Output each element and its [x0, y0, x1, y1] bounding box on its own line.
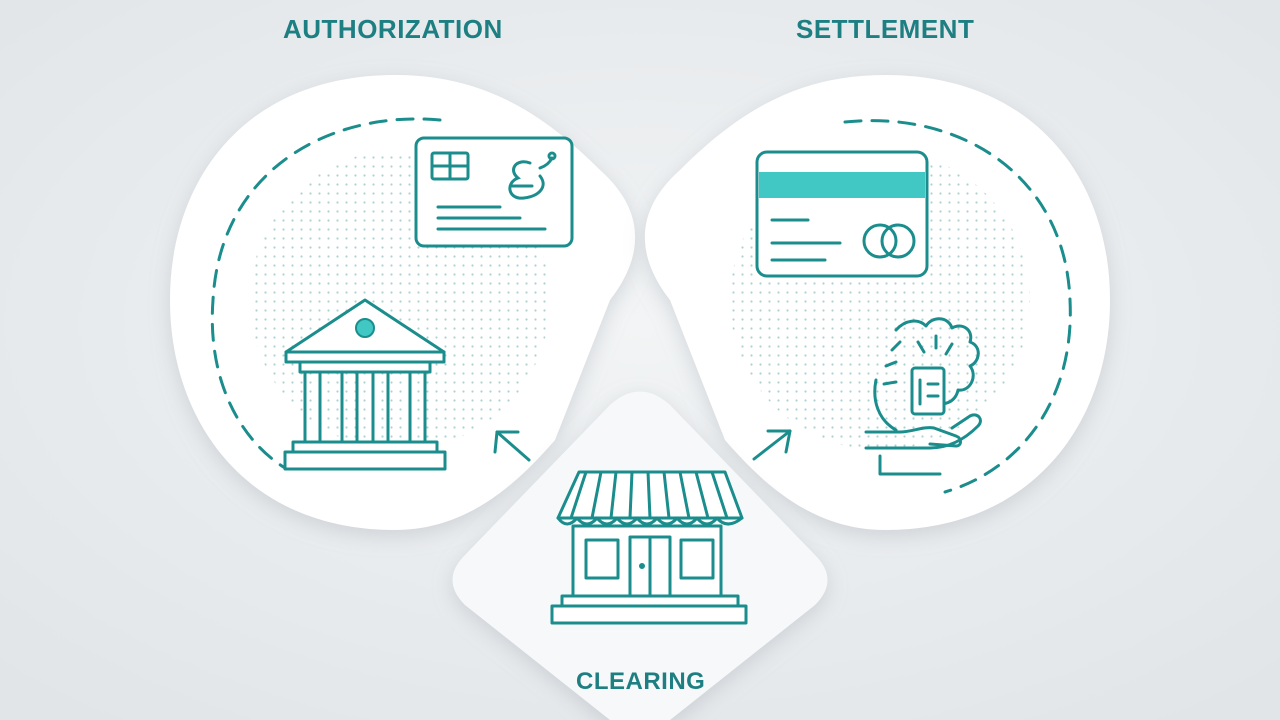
authorization-panel: [170, 75, 636, 530]
bank-building-icon: [283, 298, 447, 471]
settlement-dashed-arc: [843, 119, 1072, 494]
clearing-label: CLEARING: [576, 668, 706, 695]
clearing-panel: [452, 391, 828, 720]
arrow-up-right-icon: [752, 429, 792, 461]
authorization-dashed-arc: [210, 117, 442, 470]
arrow-up-left-icon: [493, 430, 531, 462]
settlement-label: SETTLEMENT: [796, 14, 975, 44]
credit-card-icon: [414, 136, 574, 248]
credit-card-icon: [755, 150, 929, 278]
hand-money-icon: [864, 317, 982, 476]
settlement-panel: [644, 75, 1110, 530]
storefront-icon: [550, 470, 748, 625]
authorization-label: AUTHORIZATION: [283, 14, 503, 44]
